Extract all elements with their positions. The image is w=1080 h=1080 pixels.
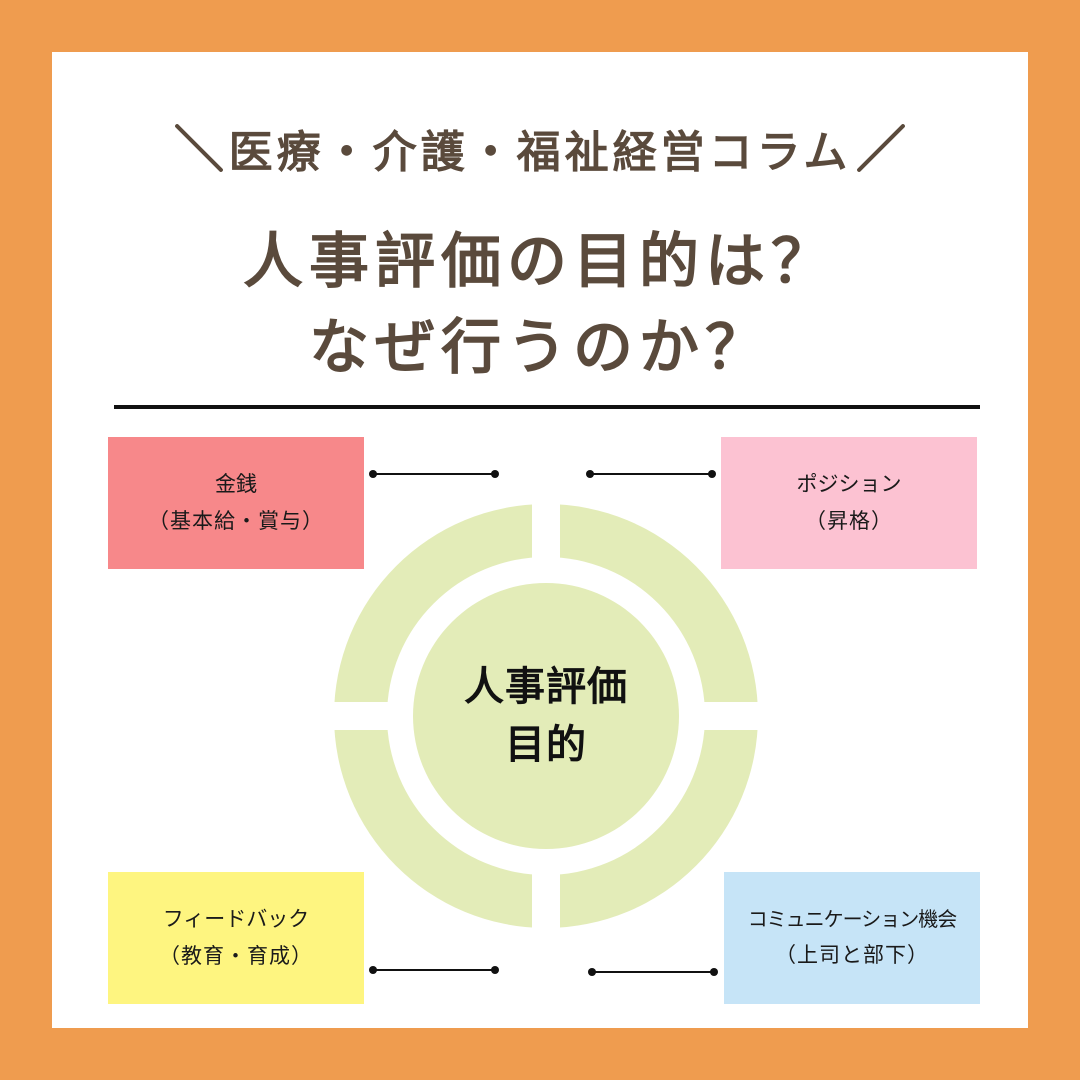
center-label: 人事評価 目的 — [413, 583, 679, 849]
connector-bottom-right — [588, 968, 718, 976]
box-position-subtitle: （昇格） — [805, 509, 893, 533]
box-communication-title: コミュニケーション機会 — [747, 907, 958, 932]
box-communication-subtitle: （上司と部下） — [775, 943, 929, 968]
box-feedback-title: フィードバック — [162, 907, 310, 932]
center-label-line1: 人事評価 — [464, 664, 628, 710]
box-communication: コミュニケーション機会 （上司と部下） — [724, 872, 980, 1004]
center-circle — [413, 583, 679, 849]
box-money-title: 金銭 — [215, 472, 257, 497]
box-position: ポジション （昇格） — [721, 437, 977, 569]
box-feedback-subtitle: （教育・育成） — [159, 944, 313, 968]
connector-bottom-left — [369, 966, 499, 974]
box-money: 金銭 （基本給・賞与） — [108, 437, 364, 569]
box-position-title: ポジション — [796, 472, 902, 497]
center-label-line2: 目的 — [505, 722, 587, 768]
box-feedback: フィードバック （教育・育成） — [108, 872, 364, 1004]
connector-top-left — [369, 470, 499, 478]
box-money-subtitle: （基本給・賞与） — [148, 509, 324, 533]
connector-top-right — [586, 470, 716, 478]
